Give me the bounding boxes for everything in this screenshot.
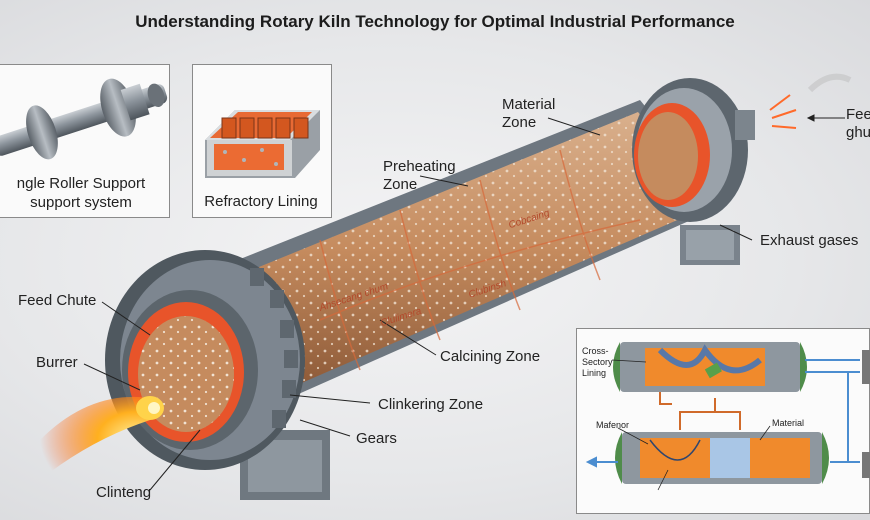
inset-label-mafenor: Mafenor <box>596 420 630 430</box>
roller-support-label: ngle Roller Support support system <box>0 174 166 212</box>
roller-label-line2: support system <box>30 194 132 211</box>
label-clinker: Clinteng <box>96 484 152 501</box>
preheating-line1: Preheating <box>383 158 456 175</box>
label-preheating-zone: Preheating Zone <box>383 158 456 194</box>
refractory-lining-label: Refractory Lining <box>204 193 318 210</box>
roller-label-line1: ngle Roller Support <box>16 175 146 192</box>
front-support-base <box>240 430 330 500</box>
feed-top-line2: ghu <box>846 124 870 141</box>
label-feed-chute: Feed Chute <box>18 292 97 309</box>
leader-lines <box>83 114 845 491</box>
feed-top-line1: Fee <box>846 106 870 123</box>
front-end-assembly <box>105 250 305 470</box>
material-zone-line2: Zone <box>502 114 537 131</box>
label-exhaust-gases: Exhaust gases <box>760 232 859 249</box>
rear-support-base <box>680 225 740 265</box>
label-clinkering-zone: Clinkering Zone <box>378 396 484 413</box>
feed-gas-flame <box>769 94 797 129</box>
inset-label-cross-section: Cross- Sectory Lining <box>582 346 613 378</box>
preheating-line2: Zone <box>383 176 418 193</box>
rear-end-ring <box>632 78 755 222</box>
label-feed-top: Fee ghu <box>846 106 870 142</box>
inset-label-material: Material <box>772 418 805 428</box>
label-burner: Burrer <box>36 354 78 371</box>
burner-flame <box>40 396 164 480</box>
material-zone-line1: Material <box>502 96 556 113</box>
label-calcining-zone: Calcining Zone <box>440 348 541 365</box>
label-gears: Gears <box>356 430 397 447</box>
label-material-zone: Material Zone <box>502 96 555 132</box>
page-title: Understanding Rotary Kiln Technology for… <box>135 12 735 31</box>
